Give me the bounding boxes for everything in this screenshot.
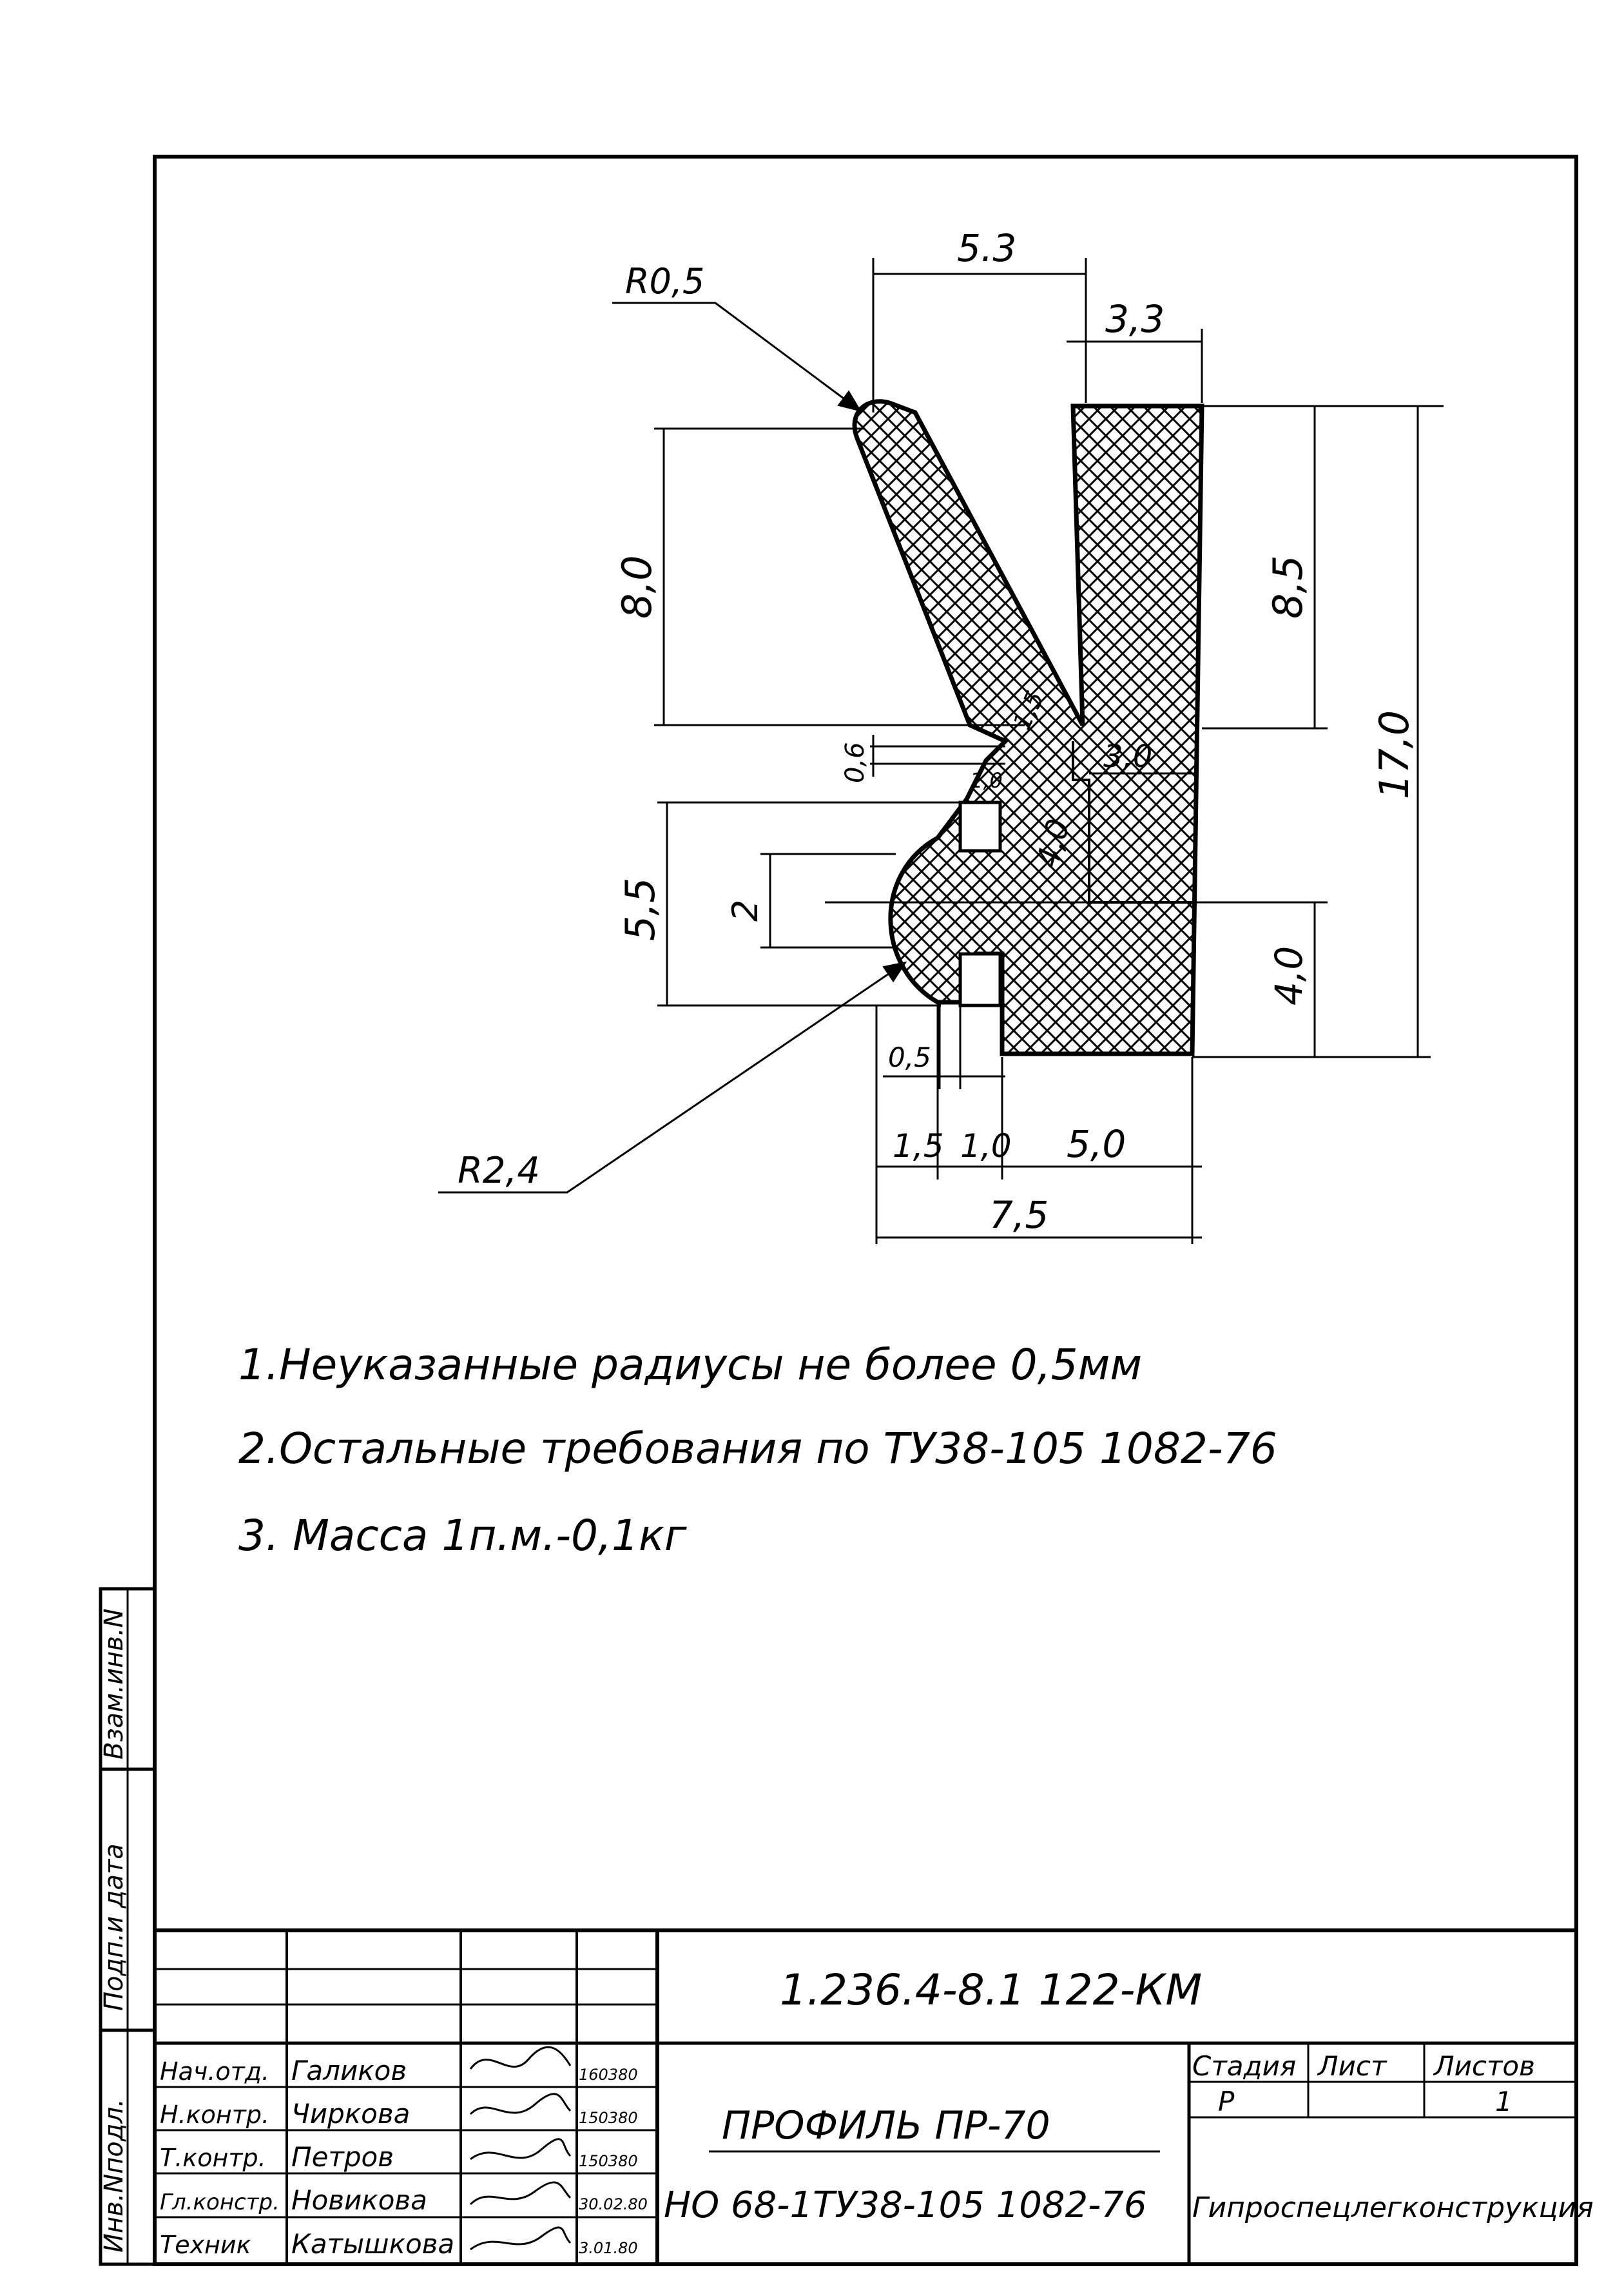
- dim-right-top-width: 3,3: [1105, 297, 1165, 341]
- note-2: 2.Остальные требования по ТУ38-105 1082-…: [238, 1424, 1277, 1473]
- sign-role: Техник: [160, 2231, 251, 2259]
- organization: Гипроспецлегконструкция: [1192, 2191, 1594, 2224]
- dim-fillet-bulb: R2,4: [458, 1150, 540, 1192]
- note-1: 1.Неуказанные радиусы не более 0,5мм: [238, 1340, 1142, 1390]
- sheet-frame: [153, 155, 1578, 2266]
- dim-bottom-right: 5,0: [1067, 1122, 1126, 1166]
- sign-date: 160380: [579, 2066, 638, 2084]
- title-block: [155, 1928, 1576, 2264]
- dim-inner-width: 3,0: [1103, 739, 1152, 775]
- sign-role: Н.контр.: [160, 2101, 269, 2129]
- sign-date: 3.01.80: [579, 2239, 638, 2257]
- dim-bottom-left: 1,5: [893, 1127, 944, 1165]
- stage-header: Стадия: [1192, 2050, 1296, 2082]
- sign-name: Чиркова: [291, 2098, 410, 2130]
- sheets-header: Листов: [1433, 2050, 1535, 2082]
- sign-name: Галиков: [291, 2055, 407, 2086]
- stage-value: Р: [1218, 2086, 1235, 2117]
- doc-code: 1.236.4-8.1 122-КМ: [780, 1965, 1202, 2015]
- title-block-texts: 1.236.4-8.1 122-КМ ПРОФИЛЬ ПР-70 НО 68-1…: [160, 1965, 1594, 2260]
- sign-date: 150380: [579, 2152, 638, 2170]
- dim-left-upper: 8,0: [614, 555, 661, 619]
- sign-name: Катышкова: [291, 2228, 454, 2260]
- signature-scribbles: [469, 2046, 572, 2251]
- dim-gap-width: 0,5: [888, 1042, 931, 1073]
- dim-notch-width: 1,0: [970, 768, 1003, 793]
- note-3: 3. Масса 1п.м.-0,1кг: [238, 1511, 687, 1560]
- drawing-notes: 1.Неуказанные радиусы не более 0,5мм 2.О…: [238, 1340, 1277, 1560]
- dim-right-upper: 8,5: [1264, 555, 1311, 619]
- side-stamp-label-inv: Инв.Nподл.: [99, 2099, 129, 2253]
- dimension-lines: [438, 258, 1444, 1244]
- dim-top-width: 5.3: [957, 226, 1016, 270]
- sheets-value: 1: [1495, 2086, 1513, 2117]
- sign-role: Т.контр.: [160, 2144, 266, 2172]
- drawing-subtitle: НО 68-1ТУ38-105 1082-76: [664, 2184, 1147, 2226]
- sign-name: Новикова: [291, 2184, 427, 2216]
- side-stamp-label-replace: Взам.инв.N: [99, 1609, 129, 1760]
- dimension-labels: 5.3 3,3 R0,5 8,0 8,5 17,0 0,6 1,0 1,5 3,…: [458, 226, 1418, 1237]
- side-stamp-label-sign: Подп.и дата: [99, 1843, 129, 2011]
- sheet-header: Лист: [1317, 2050, 1387, 2082]
- sign-date: 30.02.80: [579, 2195, 648, 2213]
- dim-fillet-top: R0,5: [625, 261, 704, 302]
- sign-date: 150380: [579, 2109, 638, 2127]
- profile-section: [825, 399, 1204, 1056]
- side-stamp: [99, 1587, 157, 2266]
- dim-left-lower: 5,5: [617, 877, 664, 941]
- sign-role: Гл.констр.: [160, 2189, 280, 2215]
- drawing-title: ПРОФИЛЬ ПР-70: [722, 2103, 1050, 2148]
- dim-bottom-total: 7,5: [989, 1193, 1049, 1237]
- dim-bottom-mid: 1,0: [960, 1127, 1012, 1165]
- sign-role: Нач.отд.: [160, 2057, 269, 2086]
- sign-name: Петров: [291, 2141, 394, 2173]
- dim-notch-small: 0,6: [840, 742, 870, 783]
- dim-right-total: 17,0: [1371, 710, 1418, 799]
- dim-bulb-height: 2: [725, 900, 766, 922]
- dim-right-lower: 4,0: [1267, 946, 1311, 1005]
